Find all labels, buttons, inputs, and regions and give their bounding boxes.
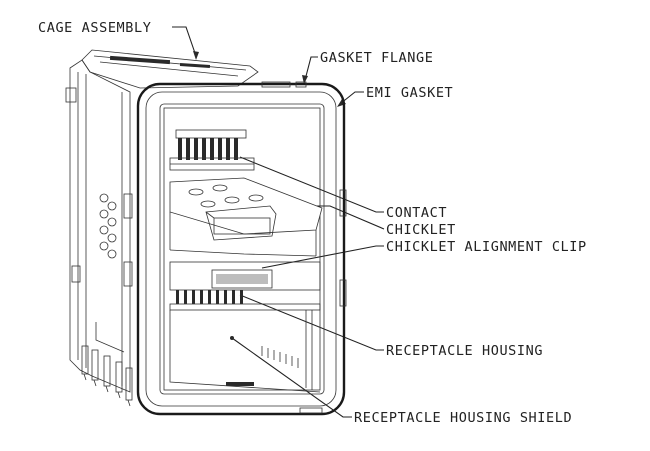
contact-pins <box>178 138 238 160</box>
cage-assembly-body <box>65 49 259 407</box>
leader-cage-assembly <box>172 26 199 60</box>
label-cage-assembly: CAGE ASSEMBLY <box>38 20 151 36</box>
label-chicklet: CHICKLET <box>386 222 456 238</box>
label-receptacle-housing: RECEPTACLE HOUSING <box>386 343 543 359</box>
receptacle-housing-shield <box>169 310 321 393</box>
leader-chicklet-alignment-clip <box>261 245 384 269</box>
leader-contact <box>239 156 384 213</box>
receptacle-housing <box>169 261 321 311</box>
leader-emi-gasket <box>337 91 364 107</box>
contact-chicklet <box>169 129 323 257</box>
leader-gasket-flange <box>302 56 318 84</box>
leader-receptacle-housing-shield <box>230 336 352 418</box>
press-fit-pins <box>81 322 133 407</box>
label-chicklet-alignment-clip: CHICKLET ALIGNMENT CLIP <box>386 239 587 255</box>
emi-gasket-frame <box>136 81 347 416</box>
vent-holes <box>99 193 117 259</box>
label-emi-gasket: EMI GASKET <box>366 85 453 101</box>
housing-pins <box>176 290 243 304</box>
label-gasket-flange: GASKET FLANGE <box>320 50 433 66</box>
shield-fingers <box>261 346 299 368</box>
leader-receptacle-housing <box>239 294 384 351</box>
label-contact: CONTACT <box>386 205 447 221</box>
label-receptacle-housing-shield: RECEPTACLE HOUSING SHIELD <box>354 410 572 426</box>
